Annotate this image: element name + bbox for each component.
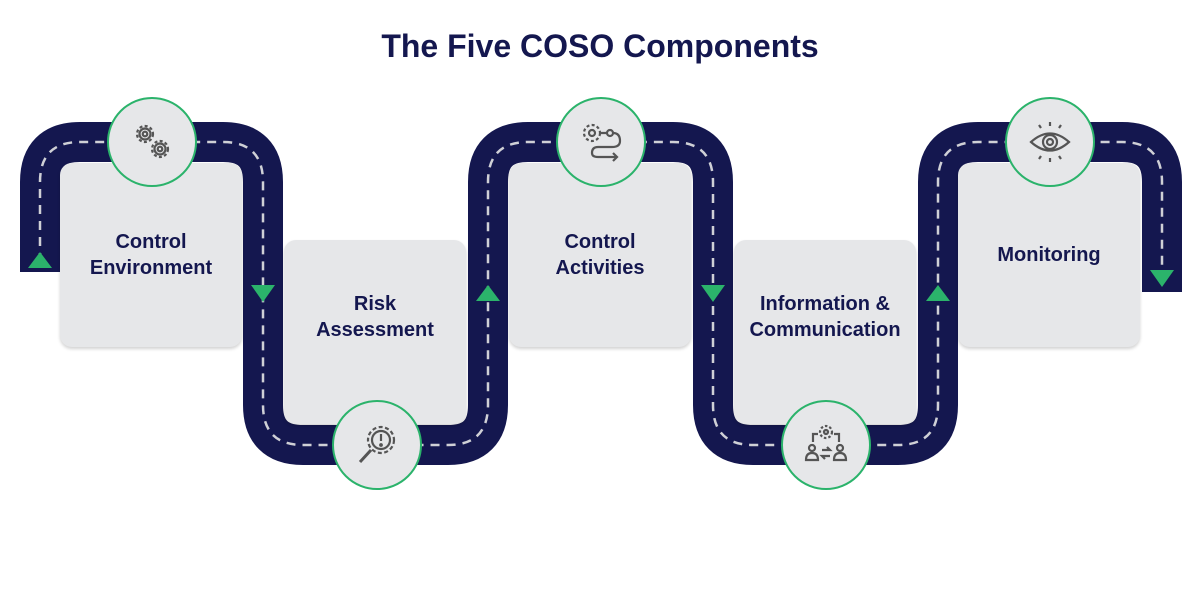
eye-icon	[1005, 97, 1095, 187]
component-label: Control Activities	[555, 231, 645, 279]
component-card-risk-assessment: Risk Assessment	[284, 240, 466, 424]
gear-flow-icon	[556, 97, 646, 187]
arrow-down-icon	[1150, 270, 1174, 287]
gears-icon	[107, 97, 197, 187]
component-card-monitoring: Monitoring	[958, 163, 1140, 347]
people-exchange-gear-icon	[781, 400, 871, 490]
magnifier-gear-alert-icon	[332, 400, 422, 490]
component-label: Control Environment	[89, 231, 213, 279]
component-card-information-communication: Information & Communication	[734, 240, 916, 424]
component-card-control-environment: Control Environment	[60, 163, 242, 347]
page-title: The Five COSO Components	[381, 28, 819, 64]
component-card-control-activities: Control Activities	[509, 163, 691, 347]
arrow-up-icon	[28, 252, 52, 268]
arrow-down-icon	[251, 285, 275, 302]
arrow-up-icon	[476, 285, 500, 301]
arrow-up-icon	[926, 285, 950, 301]
component-label: Risk Assessment	[316, 293, 434, 341]
component-label: Monitoring	[997, 244, 1101, 266]
arrow-down-icon	[701, 285, 725, 302]
component-label: Information & Communication	[749, 293, 901, 341]
